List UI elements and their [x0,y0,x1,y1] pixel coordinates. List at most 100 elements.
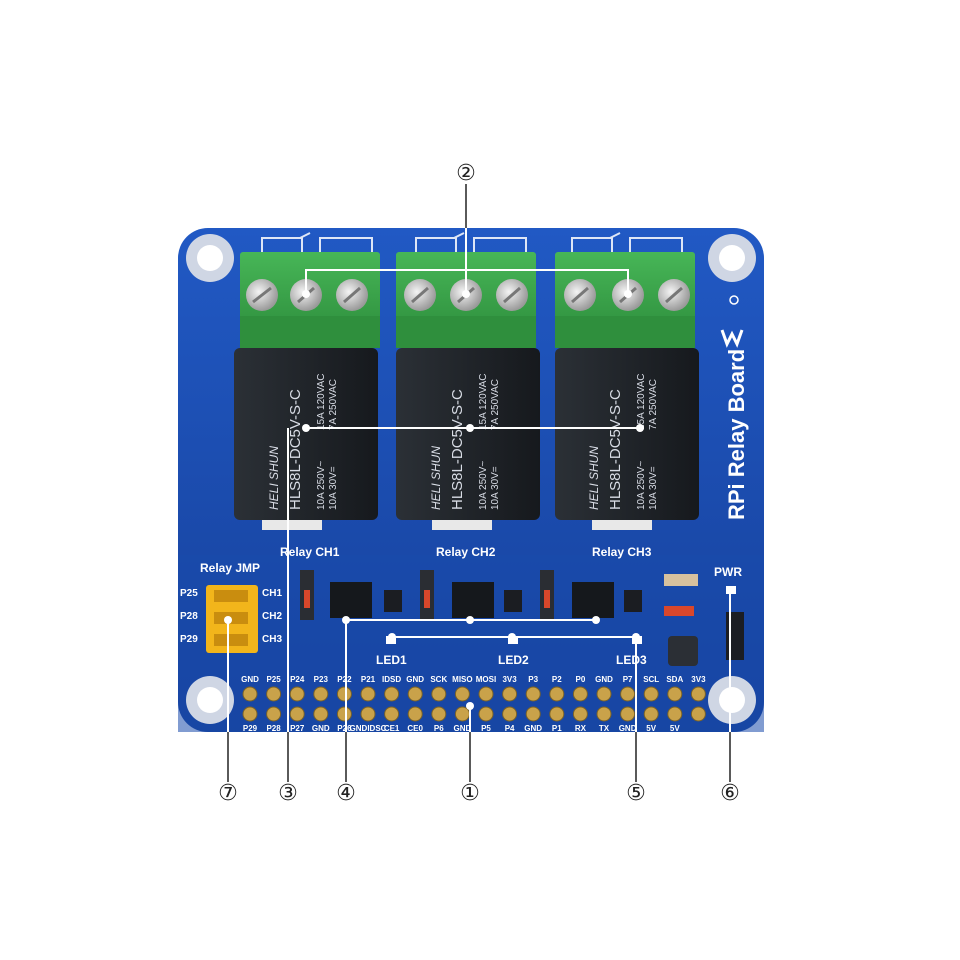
callout-2: ② [456,161,476,186]
header-label-top: P23 [314,675,329,684]
header-label-bottom: CE1 [384,724,400,733]
jumper-ch-label: CH2 [262,611,282,622]
jumper-pin-label: P25 [180,588,198,599]
header-pin [407,686,423,702]
header-pin [431,686,447,702]
header-label-top: GND [595,675,613,684]
led-label: LED2 [498,653,529,667]
terminal-block-ch3 [555,252,695,348]
pwr-label: PWR [714,565,742,579]
header-pin [336,686,352,702]
terminal-block-ch1 [240,252,380,348]
relay-brand: HELI SHUN [587,446,601,510]
header-label-bottom: GND [524,724,542,733]
header-label-top: P22 [337,675,352,684]
header-label-top: MISO [452,675,472,684]
terminal-block-ch2 [396,252,536,348]
header-label-top: SDA [666,675,683,684]
jumper-ch-label: CH3 [262,634,282,645]
jumper-title: Relay JMP [200,561,260,575]
header-label-bottom: TX [599,724,610,733]
header-pin [454,706,470,722]
header-label-top: 3V3 [691,675,706,684]
led-label: LED3 [616,653,647,667]
header-label-top: IDSD [382,675,401,684]
header-pin [690,686,706,702]
header-pin [242,686,258,702]
callout-7: ⑦ [218,781,238,806]
header-pin [620,706,636,722]
header-pin [478,686,494,702]
relay-rating: 15A 120VAC [636,373,647,430]
header-label-top: 3V3 [502,675,517,684]
header-label-bottom: P5 [481,724,491,733]
header-label-bottom: 5V [670,724,680,733]
header-label-top: P2 [552,675,562,684]
header-label-bottom: RX [575,724,587,733]
relay-rating: 10A 30V= [490,466,501,510]
header-label-bottom: GND [312,724,330,733]
relay-rating: 7A 250VAC [328,379,339,430]
callout-4: ④ [336,781,356,806]
header-label-top: MOSI [476,675,496,684]
header-label-top: P0 [576,675,586,684]
relay-rating: 10A 250V~ [316,461,327,510]
header-label-bottom: P28 [266,724,281,733]
mounting-hole-bottom-left [186,676,234,724]
header-pin [384,686,400,702]
header-pin [525,686,541,702]
header-pin [313,686,329,702]
header-pin [502,706,518,722]
header-pin [407,706,423,722]
header-pin [549,706,565,722]
header-pin [667,686,683,702]
header-pin [431,706,447,722]
header-label-bottom: P6 [434,724,444,733]
relay-ch2 [396,348,540,520]
header-pin [549,686,565,702]
header-label-top: SCL [643,675,659,684]
header-pin [525,706,541,722]
callout-1: ① [460,781,480,806]
header-label-top: P25 [266,675,281,684]
channel-label-ch3: Relay CH3 [592,545,652,559]
header-pin [478,706,494,722]
optocoupler-components [300,570,744,666]
header-pin [596,686,612,702]
header-pin [360,686,376,702]
header-pin [620,686,636,702]
jumper-pin-label: P29 [180,634,198,645]
relay-symbol-silkscreen [261,232,683,252]
header-pin [384,706,400,722]
relay-brand: HELI SHUN [429,446,443,510]
relay-rating: 15A 120VAC [478,373,489,430]
relay-ch1 [234,348,378,520]
mounting-hole-top-left [186,234,234,282]
header-label-top: GND [241,675,259,684]
header-pin [690,706,706,722]
header-label-top: P7 [623,675,633,684]
header-label-top: P24 [290,675,305,684]
relay-rating: 15A 120VAC [316,373,327,430]
relay-rating: 10A 30V= [648,466,659,510]
header-label-bottom: P29 [243,724,258,733]
header-pin [242,706,258,722]
header-pin [596,706,612,722]
relay-part-number: HLS8L-DC5V-S-C [449,389,466,510]
callout-leaders [227,184,731,782]
relay-rating: 10A 30V= [328,466,339,510]
mounting-hole-bottom-right [708,676,756,724]
header-pin [289,706,305,722]
relay-part-number: HLS8L-DC5V-S-C [287,389,304,510]
header-label-bottom: CE0 [407,724,423,733]
relay-rating: 10A 250V~ [478,461,489,510]
callout-5: ⑤ [626,781,646,806]
led-label: LED1 [376,653,407,667]
relay-rating: 7A 250VAC [648,379,659,430]
header-pin [572,686,588,702]
jumper-ch-label: CH1 [262,588,282,599]
callout-6: ⑥ [720,781,740,806]
header-pin [313,706,329,722]
header-label-top: P21 [361,675,376,684]
header-pin [643,706,659,722]
